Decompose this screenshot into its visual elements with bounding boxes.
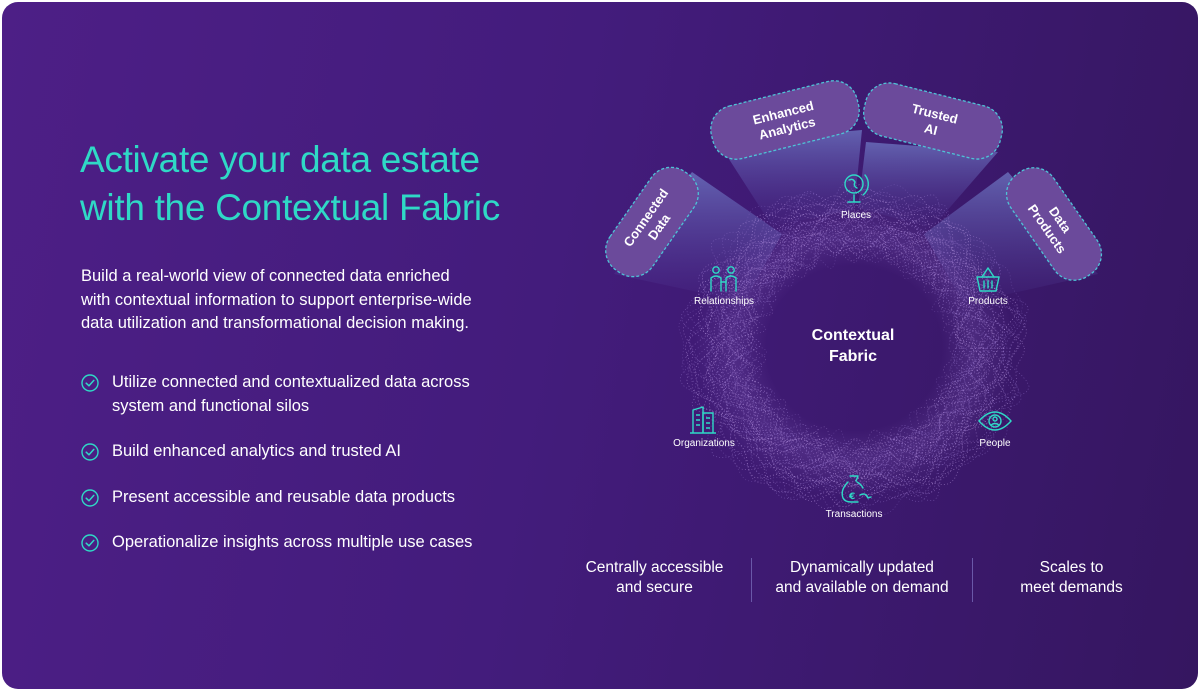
fabric-center-label: Contextual Fabric bbox=[812, 327, 895, 365]
fabric-thread bbox=[725, 229, 986, 473]
fabric-threads bbox=[678, 180, 1030, 517]
feature-item: Dynamically updated and available on dem… bbox=[751, 558, 973, 602]
basket-icon bbox=[976, 267, 1000, 292]
fabric-thread bbox=[705, 204, 1005, 483]
feature-line: Dynamically updated bbox=[790, 559, 934, 576]
tab-enhanced-analytics[interactable]: Enhanced Analytics bbox=[706, 76, 865, 165]
title-line-1: Activate your data estate bbox=[80, 139, 480, 180]
node-label: People bbox=[979, 438, 1011, 449]
fabric-thread bbox=[723, 230, 984, 473]
fabric-thread bbox=[709, 209, 997, 482]
tab-trusted-ai[interactable]: Trusted AI bbox=[859, 78, 1008, 164]
tab-connected-data[interactable]: Connected Data bbox=[596, 158, 707, 286]
benefit-line: Build enhanced analytics and trusted AI bbox=[112, 442, 401, 460]
node-label: Organizations bbox=[673, 438, 735, 449]
fabric-thread bbox=[735, 237, 975, 463]
fabric-thread bbox=[678, 184, 1023, 515]
node-products[interactable]: Products bbox=[968, 267, 1008, 307]
benefit-line: Present accessible and reusable data pro… bbox=[112, 487, 456, 506]
intro-paragraph: Build a real-world view of connected dat… bbox=[81, 265, 541, 336]
feature-line: meet demands bbox=[1020, 579, 1123, 596]
fabric-thread bbox=[694, 189, 1019, 508]
benefit-item: Present accessible and reusable data pro… bbox=[81, 486, 551, 510]
benefit-text: Build enhanced analytics and trusted AI bbox=[112, 440, 551, 464]
title-line-2: with the Contextual Fabric bbox=[80, 187, 500, 228]
fabric-thread bbox=[743, 241, 970, 455]
fabric-thread bbox=[723, 220, 986, 474]
fabric-thread bbox=[705, 208, 1006, 488]
check-circle-icon bbox=[81, 374, 99, 392]
feature-line: Scales to bbox=[1039, 559, 1104, 576]
fabric-thread bbox=[706, 210, 1006, 491]
node-transactions[interactable]: € Transactions bbox=[826, 475, 883, 520]
feature-item: Scales to meet demands bbox=[973, 558, 1170, 602]
node-label: Products bbox=[968, 296, 1007, 307]
benefit-text: Utilize connected and contextualized dat… bbox=[112, 371, 551, 418]
fabric-thread bbox=[702, 195, 1019, 497]
benefit-item: Utilize connected and contextualized dat… bbox=[81, 371, 551, 418]
node-places[interactable]: Places bbox=[841, 174, 871, 221]
fabric-center-line-1: Contextual bbox=[812, 327, 895, 344]
tab-shape bbox=[710, 80, 860, 160]
node-relationships[interactable]: Relationships bbox=[694, 266, 754, 307]
feature-strip: Centrally accessible and secure Dynamica… bbox=[558, 558, 1170, 602]
tab-label: AI bbox=[923, 120, 939, 138]
node-label: Places bbox=[841, 210, 871, 221]
benefit-line: system and functional silos bbox=[112, 396, 310, 415]
globe-icon bbox=[844, 174, 869, 203]
check-circle-icon bbox=[81, 443, 99, 461]
benefit-item: Build enhanced analytics and trusted AI bbox=[81, 440, 551, 464]
svg-text:€: € bbox=[848, 492, 855, 502]
people-icon bbox=[710, 266, 737, 292]
fabric-thread bbox=[689, 200, 1021, 500]
fabric-thread bbox=[706, 207, 1004, 489]
node-label: Relationships bbox=[694, 296, 754, 307]
fabric-thread bbox=[728, 231, 981, 465]
fabric-thread bbox=[703, 202, 1007, 485]
fabric-thread bbox=[719, 224, 991, 478]
fabric-thread bbox=[682, 196, 1025, 499]
tab-shape bbox=[605, 166, 699, 278]
intro-line-3: data utilization and transformational de… bbox=[81, 314, 469, 332]
fabric-center-line-2: Fabric bbox=[829, 348, 877, 365]
fabric-thread bbox=[736, 235, 975, 461]
benefit-item: Operationalize insights across multiple … bbox=[81, 531, 551, 555]
benefit-line: Operationalize insights across multiple … bbox=[112, 533, 473, 551]
feature-line: Centrally accessible bbox=[585, 559, 724, 576]
feature-line: and available on demand bbox=[775, 579, 949, 596]
fabric-thread bbox=[732, 238, 975, 464]
tab-shape bbox=[862, 82, 1004, 160]
benefit-line: Utilize connected and contextualized dat… bbox=[112, 373, 470, 391]
check-circle-icon bbox=[81, 488, 99, 507]
check-circle-icon bbox=[81, 534, 99, 552]
fabric-thread bbox=[740, 238, 971, 459]
fabric-thread bbox=[686, 189, 1026, 509]
page-title: Activate your data estate with the Conte… bbox=[80, 136, 600, 232]
fabric-thread bbox=[716, 217, 995, 480]
building-icon bbox=[690, 406, 716, 434]
intro-line-2: with contextual information to support e… bbox=[81, 290, 472, 309]
fabric-glow bbox=[694, 198, 1014, 498]
node-organizations[interactable]: Organizations bbox=[673, 406, 735, 449]
intro-line-1: Build a real-world view of connected dat… bbox=[81, 267, 450, 285]
benefit-text: Present accessible and reusable data pro… bbox=[112, 486, 551, 510]
node-people[interactable]: People bbox=[978, 411, 1012, 449]
eye-person-icon bbox=[978, 411, 1012, 431]
feature-line: and secure bbox=[616, 579, 693, 596]
fabric-thread bbox=[681, 183, 1027, 512]
node-label: Transactions bbox=[826, 509, 883, 520]
benefit-text: Operationalize insights across multiple … bbox=[112, 531, 551, 555]
fabric-thread bbox=[727, 228, 983, 470]
fabric-thread bbox=[679, 180, 1030, 517]
fabric-thread bbox=[743, 240, 972, 455]
feature-item: Centrally accessible and secure bbox=[558, 558, 751, 602]
benefit-list: Utilize connected and contextualized dat… bbox=[81, 371, 551, 555]
money-bag-icon: € bbox=[841, 475, 872, 503]
fabric-thread bbox=[730, 226, 985, 468]
